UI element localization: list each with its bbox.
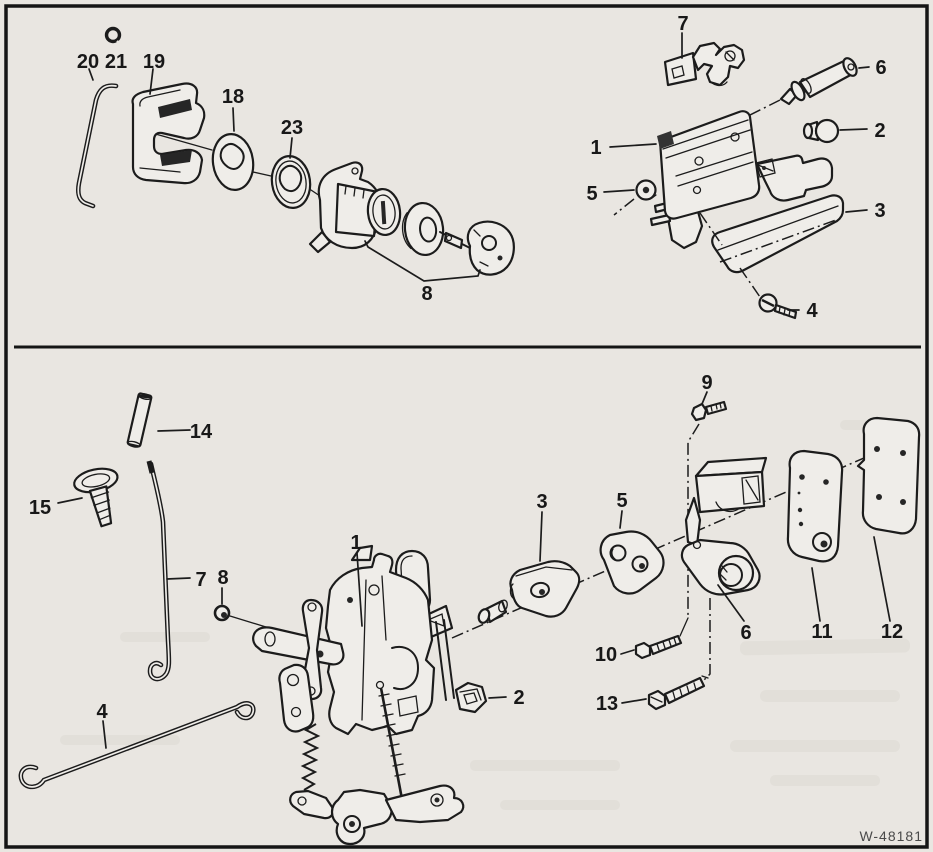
handle-clip-tab [657, 131, 674, 149]
part-striker-6 [680, 456, 768, 596]
callout-bracket-8 [364, 240, 481, 282]
part-plug-2 [802, 118, 840, 144]
part-label-19: 19 [143, 51, 165, 73]
part-label-5: 5 [586, 183, 597, 205]
leader-lines-lower [57, 391, 891, 749]
upper-section: 20 21 19 18 23 8 7 6 1 2 5 3 4 [75, 13, 887, 322]
latch-body-plate [324, 552, 436, 736]
part-label-4b: 4 [96, 701, 108, 723]
part-buffer-block-3 [509, 560, 581, 618]
cylinder-face [366, 187, 402, 237]
part-label-4: 4 [806, 300, 818, 322]
part-bracket-7 [663, 41, 746, 87]
part-handle-cover-3 [711, 194, 845, 274]
part-lock-cylinder-assembly-8 [308, 161, 515, 282]
part-label-8b: 8 [217, 567, 228, 589]
part-label-15: 15 [29, 497, 51, 519]
part-label-1: 1 [590, 137, 601, 159]
labels-lower: 14 15 7 8 1 9 3 5 2 10 13 6 11 12 4 [29, 372, 903, 723]
part-label-21: 21 [105, 51, 127, 73]
part-packing-plate-11 [786, 449, 844, 563]
part-label-5b: 5 [616, 490, 627, 512]
part-clip-15 [73, 467, 119, 528]
part-label-8: 8 [421, 283, 432, 305]
part-label-13: 13 [596, 693, 618, 715]
part-label-20: 20 [77, 51, 99, 73]
part-label-14: 14 [190, 421, 213, 443]
part-hex-nut-2 [454, 681, 488, 714]
part-label-1b: 1 [350, 532, 361, 554]
part-disc-18 [211, 133, 255, 191]
part-axis-stud [477, 599, 508, 624]
part-label-7: 7 [677, 13, 688, 35]
part-bolt-13 [647, 676, 706, 711]
part-label-3: 3 [874, 200, 885, 222]
latch-spring [300, 723, 321, 791]
part-rod-7 [146, 460, 172, 682]
handle-arm [755, 154, 834, 202]
part-ring-23 [270, 155, 312, 209]
part-label-10: 10 [595, 644, 617, 666]
part-clip-21 [104, 26, 122, 46]
axis-lines-upper-right [613, 99, 781, 298]
part-nut-5 [635, 179, 657, 201]
part-label-18: 18 [222, 86, 244, 108]
part-label-6: 6 [875, 57, 886, 79]
part-label-3b: 3 [536, 491, 547, 513]
scan-smudges [60, 420, 911, 810]
latch-spring-rod [375, 680, 407, 816]
part-label-2: 2 [874, 120, 885, 142]
part-label-9: 9 [701, 372, 712, 394]
part-label-12: 12 [881, 621, 903, 643]
escutcheon-ring [401, 201, 445, 257]
part-rivet-9 [690, 400, 728, 422]
part-sleeve-14 [126, 392, 153, 448]
part-bolt-10 [634, 634, 683, 660]
part-shim-plate-12 [856, 416, 921, 535]
part-link-plate-5 [599, 530, 665, 595]
part-label-2b: 2 [513, 687, 524, 709]
part-grommet-8 [213, 604, 267, 628]
part-label-23: 23 [281, 117, 303, 139]
leader-lines-upper [88, 32, 870, 311]
part-label-6b: 6 [740, 622, 751, 644]
part-screw-4 [758, 293, 798, 320]
part-label-7b: 7 [195, 569, 206, 591]
figure-border [4, 4, 929, 849]
part-handle-frame-1 [649, 110, 834, 250]
part-rod-4 [18, 701, 256, 790]
drawing-number: W-48181 [859, 828, 923, 844]
lower-section: 14 15 7 8 1 9 3 5 2 10 13 6 11 12 4 [18, 372, 921, 846]
part-plunger-6 [779, 57, 858, 106]
labels-upper: 20 21 19 18 23 8 7 6 1 2 5 3 4 [77, 13, 887, 322]
cylinder-barrel [334, 182, 380, 238]
part-retainer-clip-19 [131, 82, 206, 185]
part-label-11: 11 [811, 621, 832, 643]
key-head [466, 220, 515, 276]
part-rod-20 [75, 83, 119, 209]
part-latch-mechanism-1 [252, 544, 465, 846]
